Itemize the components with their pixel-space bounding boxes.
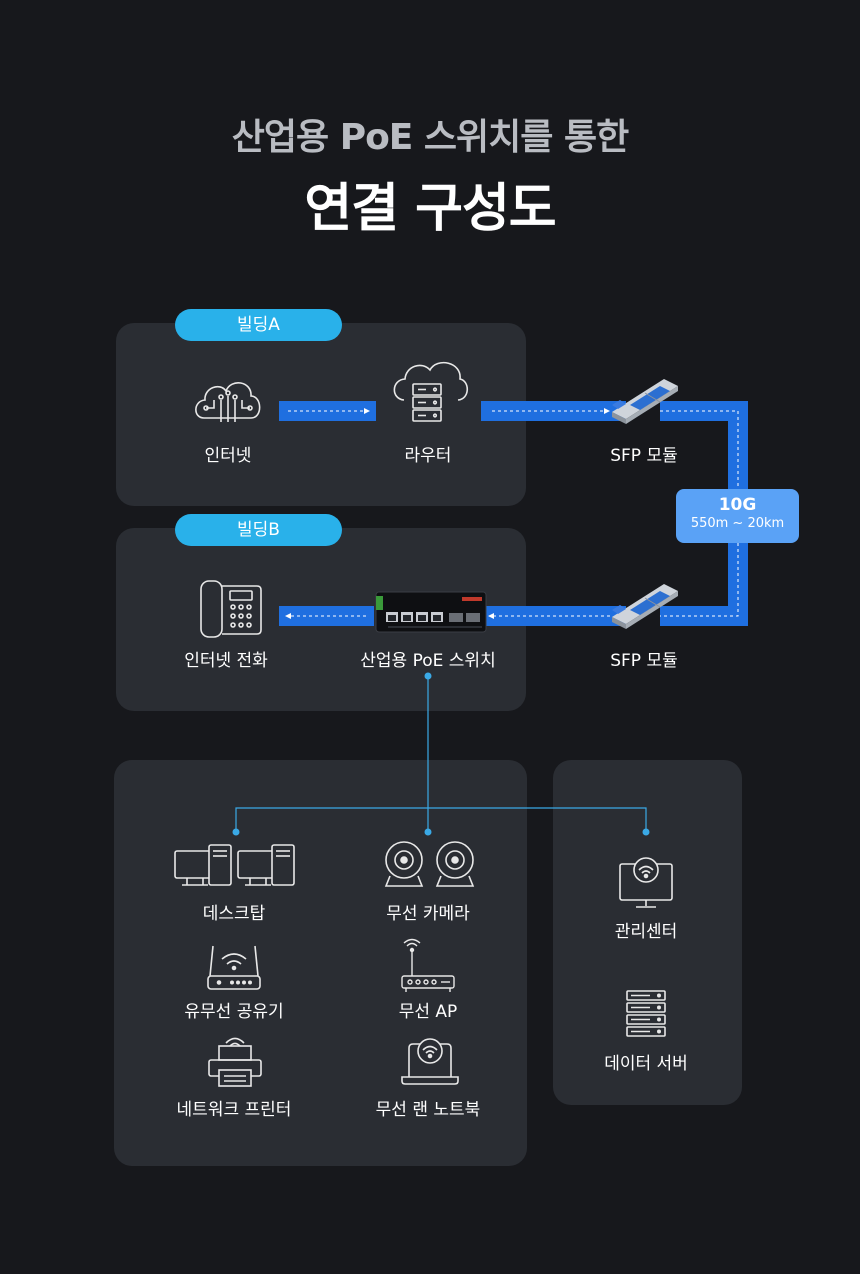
title-line-2: 연결 구성도	[304, 179, 556, 239]
wireless-laptop-icon	[401, 1038, 459, 1085]
link-range: 550m ~ 20km	[690, 516, 785, 531]
connector-dots	[232, 672, 650, 836]
internet-label: 인터넷	[204, 446, 252, 466]
wireless-laptop-label: 무선 랜 노트북	[375, 1100, 481, 1120]
wireless-camera-icon	[384, 841, 475, 887]
management-panel	[553, 760, 742, 1105]
sfp-bottom-label: SFP 모듈	[610, 651, 678, 671]
data-server-label: 데이터 서버	[604, 1054, 688, 1074]
devices-panel	[114, 760, 527, 1166]
title-line-1: 산업용 PoE 스위치를 통한	[231, 117, 629, 158]
sfp-top-label: SFP 모듈	[610, 446, 678, 466]
building-a-pill: 빌딩A	[175, 309, 342, 341]
link-fiber-loop	[481, 401, 748, 626]
data-server-icon	[626, 990, 666, 1037]
network-printer-icon	[208, 1037, 262, 1087]
switch-connector-tree	[235, 676, 647, 832]
link-speed-badge: 10G 550m ~ 20km	[676, 489, 799, 543]
wireless-router-icon	[207, 945, 261, 990]
sfp-module-bottom-icon	[612, 584, 678, 629]
internet-cloud-icon	[195, 382, 261, 422]
desktop-label: 데스크탑	[202, 904, 266, 924]
wireless-router-label: 유무선 공유기	[184, 1002, 284, 1022]
link-speed: 10G	[718, 495, 757, 515]
wireless-ap-label: 무선 AP	[398, 1002, 458, 1022]
poe-switch-label: 산업용 PoE 스위치	[360, 651, 496, 671]
telephone-icon	[200, 580, 262, 638]
poe-switch-icon	[375, 591, 487, 633]
link-internet-router	[279, 401, 376, 421]
wireless-ap-icon	[401, 938, 455, 992]
link-switch-phone	[279, 606, 374, 626]
building-b-pill: 빌딩B	[175, 514, 342, 546]
sfp-module-top-icon	[612, 379, 678, 424]
management-center-label: 관리센터	[614, 922, 678, 942]
management-center-icon	[619, 857, 673, 908]
network-printer-label: 네트워크 프린터	[176, 1100, 292, 1120]
phone-label: 인터넷 전화	[184, 651, 268, 671]
desktop-icon	[174, 844, 295, 886]
router-icon	[393, 361, 469, 422]
router-label: 라우터	[404, 446, 452, 466]
wireless-camera-label: 무선 카메라	[386, 904, 470, 924]
